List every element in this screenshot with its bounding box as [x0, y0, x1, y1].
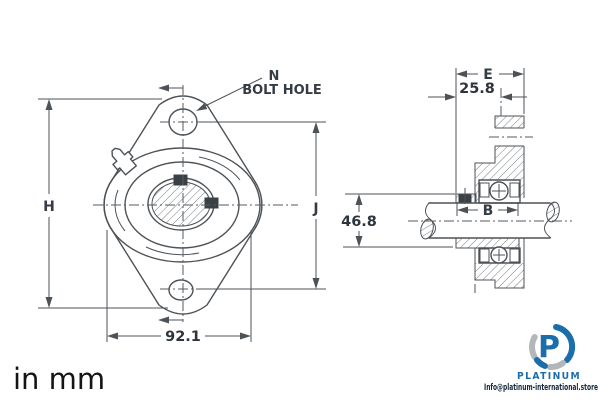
arrowhead [107, 332, 118, 340]
set-screw-top [173, 174, 188, 186]
logo-arc-gray-bottom [547, 360, 566, 370]
arrowhead [312, 278, 320, 289]
brand-name: PLATINUM [517, 371, 581, 382]
arrowhead [355, 194, 363, 205]
dimension-collar-diameter: 46.8 [341, 193, 456, 248]
dimension-label-25-8: 25.8 [459, 81, 495, 97]
ball-bearing-lower [478, 246, 521, 264]
flange-plate-hatch [475, 146, 524, 180]
dimension-label-46-8: 46.8 [341, 214, 377, 230]
housing-left-hatch [475, 180, 480, 203]
logo-swirl-icon: P [529, 324, 576, 370]
brand-website: Info@platinum-international.store [484, 383, 598, 393]
bolt-hole-callout: N BOLT HOLE [196, 69, 322, 111]
arrowhead [45, 99, 53, 110]
shaft-section-hatch [151, 181, 211, 227]
dimension-label-H: H [43, 199, 55, 215]
dimension-bolt-distance: J [196, 121, 326, 290]
arrowhead [196, 103, 208, 111]
locking-collar-lower [455, 237, 520, 249]
arrowhead [457, 206, 468, 214]
dimension-label-J: J [312, 201, 318, 217]
housing-cast-arc-left [114, 189, 126, 232]
arrowhead [513, 70, 524, 78]
arrowhead [456, 70, 467, 78]
brand-logo: P PLATINUM Info@platinum-international.s… [484, 324, 598, 393]
arrowhead [312, 122, 320, 133]
callout-label-bolt-hole: BOLT HOLE [242, 83, 322, 98]
ball-bearing-upper [478, 179, 521, 204]
front-view: H J 92.1 N BOLT HOLE [38, 69, 326, 345]
shaft-break-left [425, 202, 436, 239]
housing-lower-outline [474, 238, 525, 289]
arrowhead [45, 297, 53, 308]
flange-boss-top-outline [494, 115, 525, 128]
grease-fitting [111, 147, 137, 176]
logo-arc-gray-left [529, 334, 538, 360]
housing-right-hatch [519, 180, 524, 198]
dimension-center-offset: 25.8 [428, 81, 527, 101]
section-arrow-bottom [158, 316, 183, 324]
logo-arc-blue-main [553, 324, 576, 363]
dimension-height: H [38, 98, 168, 309]
dimension-housing-width: E [455, 67, 525, 193]
arrowhead [507, 206, 518, 214]
dimension-inner-ring-width: B [456, 202, 519, 219]
shaft-break-right [544, 202, 555, 239]
flange-boss-top-hatch [495, 116, 524, 128]
set-screw-right [204, 197, 219, 209]
arrowhead [240, 332, 251, 340]
leader-line [200, 77, 263, 109]
bolt-hole-bottom [168, 279, 194, 301]
housing-cast-arc-upper [198, 156, 241, 181]
housing-cast-arc-bottom [145, 246, 200, 256]
callout-symbol-N: N [269, 69, 280, 84]
logo-monogram: P [538, 330, 560, 365]
shaft-break-hatch-right [546, 201, 560, 223]
dimension-flange-width: 92.1 [106, 230, 252, 345]
section-arrow-top [158, 84, 183, 92]
dimension-label-B: B [483, 203, 494, 219]
units-label: in mm [13, 362, 105, 396]
arrowhead [445, 93, 456, 101]
housing-left-profile [474, 146, 496, 203]
housing-lower-hatch [475, 263, 524, 288]
arrowhead [355, 236, 363, 247]
arrowhead [501, 93, 512, 101]
side-view: E 25.8 46.8 B [341, 67, 572, 293]
logo-arc-blue-small [534, 357, 548, 369]
dimension-label-92-1: 92.1 [165, 329, 201, 345]
dimension-label-E: E [483, 67, 493, 83]
